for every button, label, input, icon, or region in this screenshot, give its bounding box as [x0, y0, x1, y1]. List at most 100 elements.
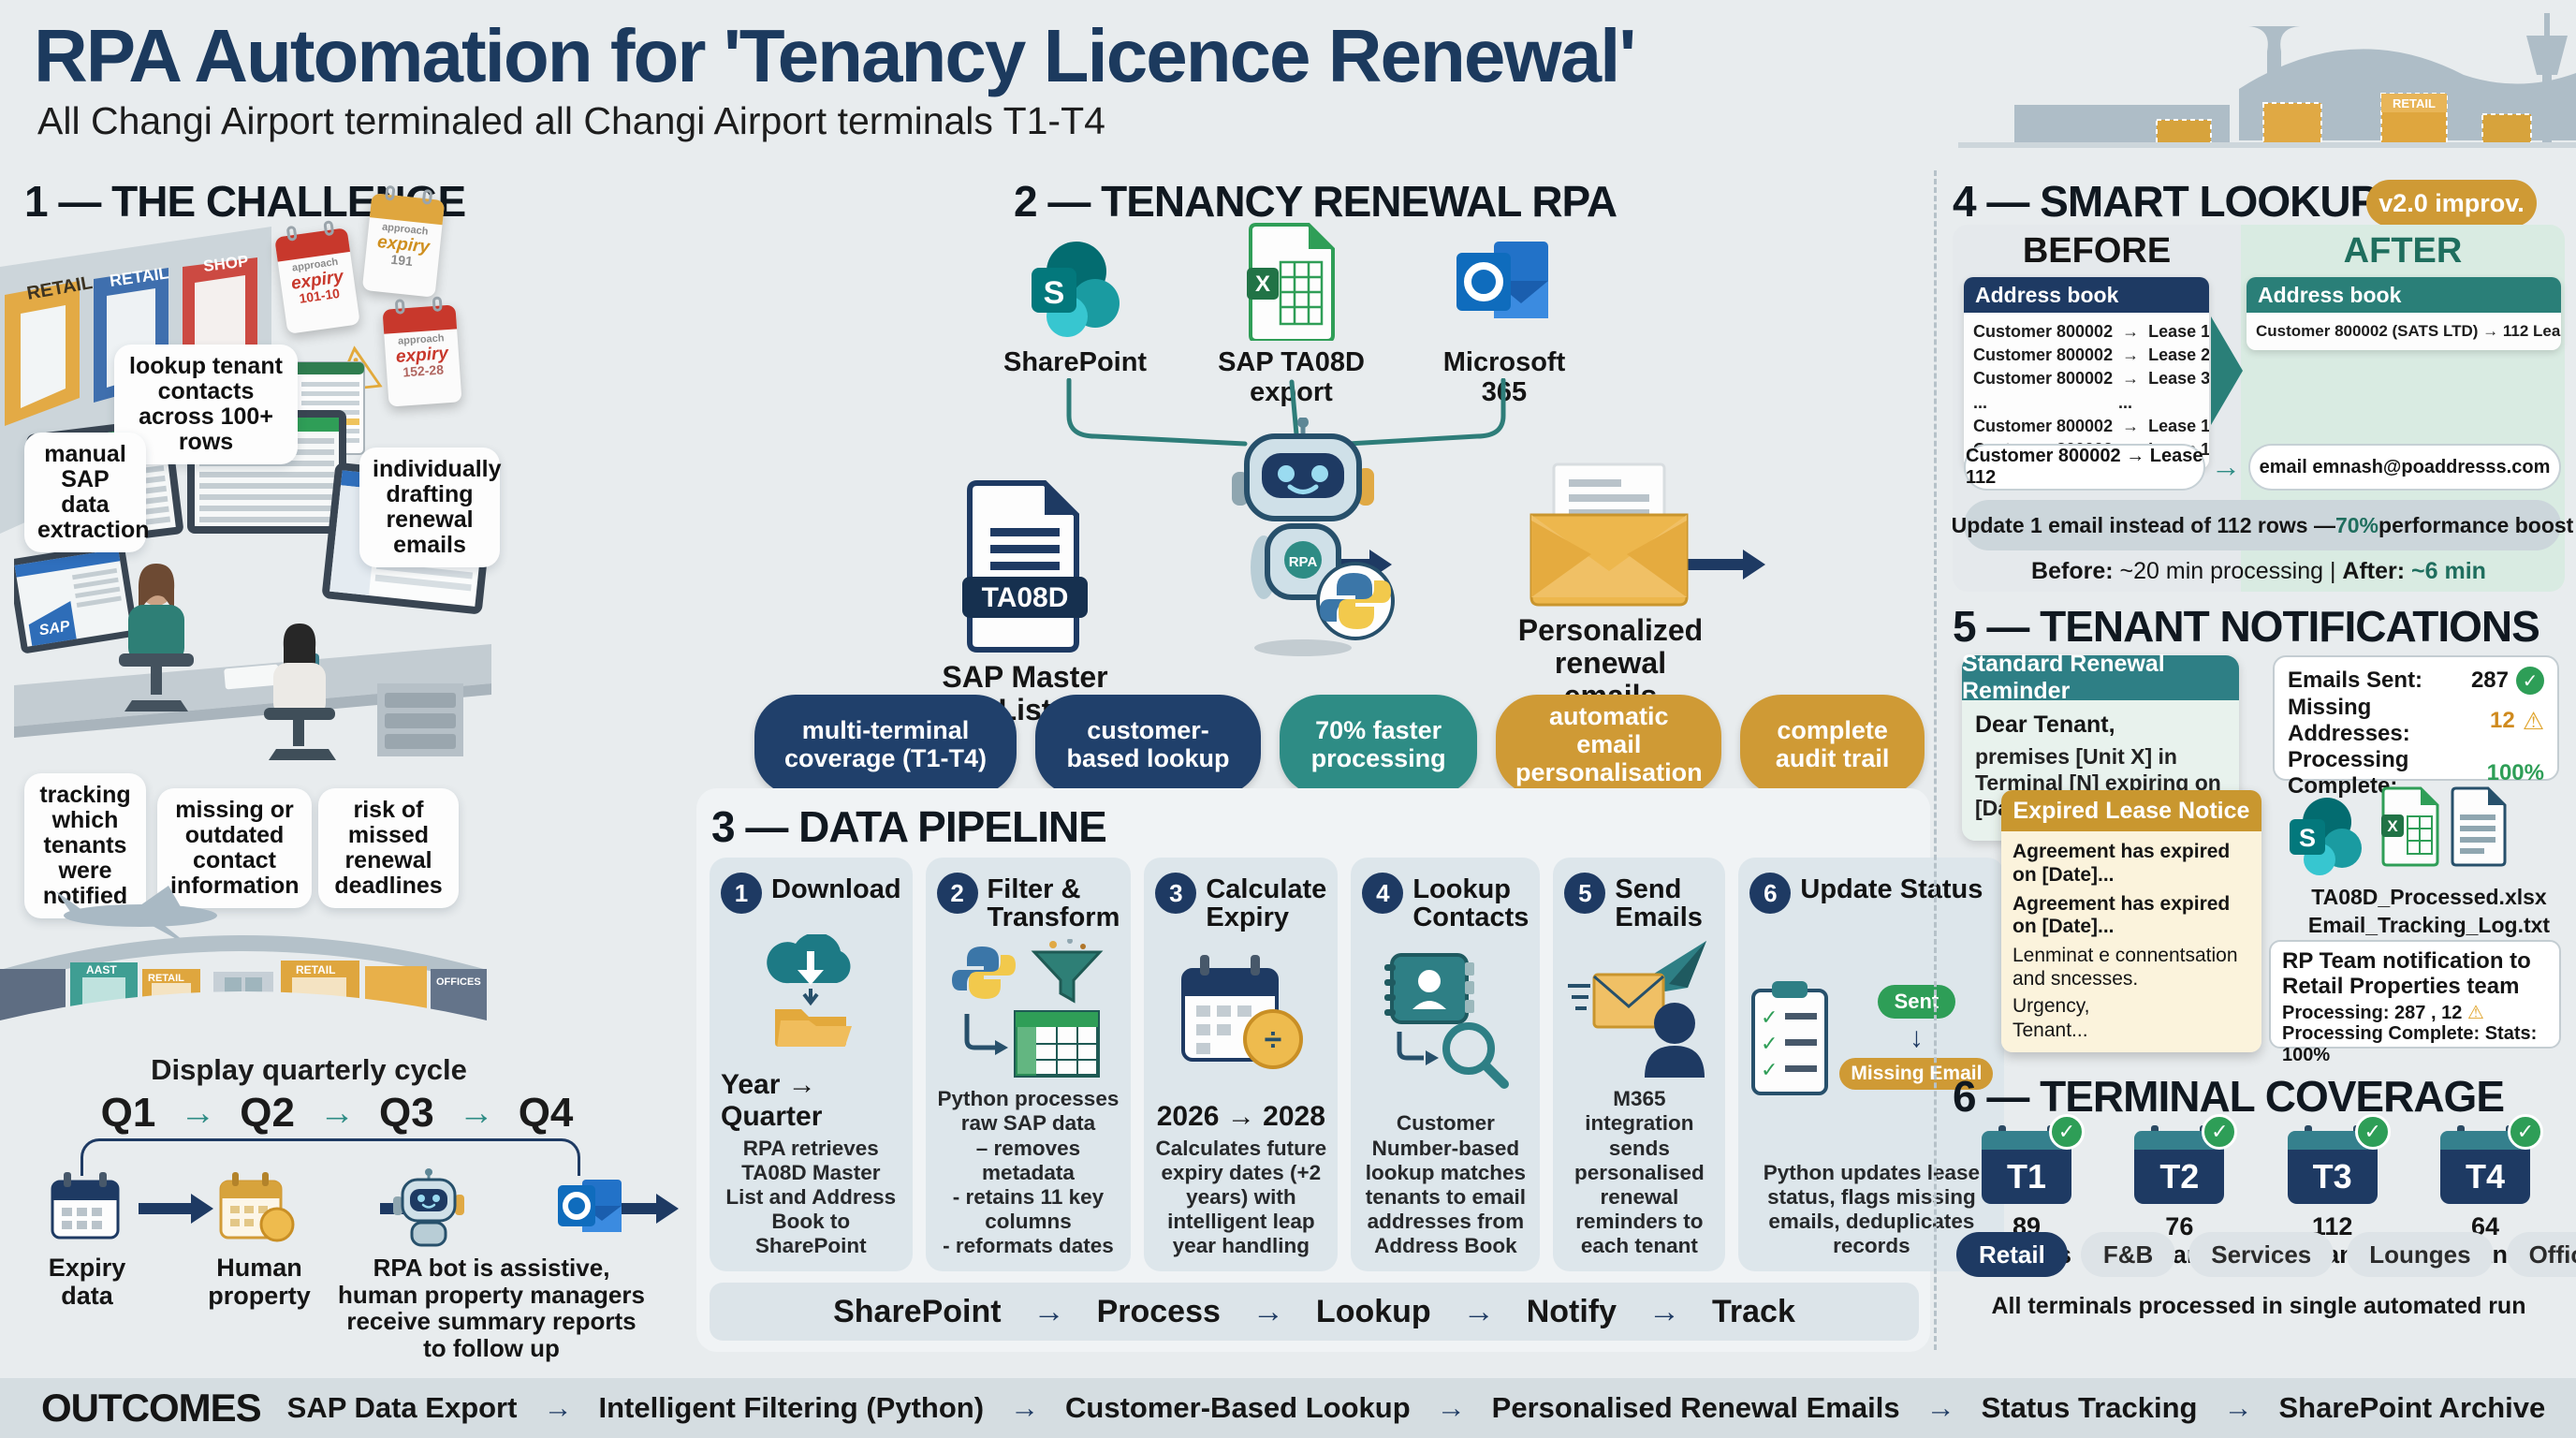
expired-line1: Agreement has expired on [Date]... — [2012, 841, 2231, 886]
card6-title: Update Status — [1800, 874, 1983, 904]
feature-pills: multi-terminal coverage (T1-T4) customer… — [754, 695, 1925, 795]
after-table: Address book Customer 800002 (SATS LTD) … — [2247, 277, 2561, 350]
address-book-search-icon — [1384, 953, 1510, 1090]
pipeline-card-expiry: 3 Calculate Expiry ÷ 2026 → 2028 Calcula… — [1144, 858, 1339, 1271]
after-table-header: Address book — [2247, 277, 2561, 313]
svg-text:✓: ✓ — [1761, 1032, 1778, 1055]
sap-logo: SAP — [38, 619, 71, 639]
terminal-strip-illustration: AAST RETAIL RETAIL OFFICES — [0, 886, 487, 1020]
svg-text:✓: ✓ — [1761, 1058, 1778, 1081]
timing-before-value: ~20 min processing — [2119, 558, 2330, 584]
warn-icon: ⚠ — [2522, 706, 2544, 735]
pipeline-cards: 1 Download Year → Quarter RPA retrieves … — [710, 858, 2005, 1271]
pill-customer-lookup: customer-based lookup — [1035, 695, 1261, 795]
category-offices: Offices — [2506, 1232, 2576, 1277]
before-row-3: Customer 800002 → Lease 3 — [1973, 369, 2209, 389]
ta08d-file-icon: TA08D — [962, 480, 1088, 653]
t3-check-icon: ✓ — [2354, 1114, 2391, 1150]
stat-sent-value: 287 — [2470, 668, 2509, 693]
footer-arrow-2: → — [1251, 1293, 1284, 1329]
after-row: Customer 800002 (SATS LTD) → 112 Leases — [2256, 322, 2561, 340]
timing-divider: | — [2329, 558, 2336, 584]
expiry-calc-calendar-icon: ÷ — [1180, 955, 1303, 1070]
outlook-small-icon — [558, 1180, 622, 1232]
before-row-1: Customer 800002 → Lease 1 — [1973, 322, 2209, 341]
card4-desc: Customer Number-based lookup matches ten… — [1365, 1111, 1526, 1257]
footer-step-notify: Notify — [1526, 1293, 1617, 1329]
category-pills: Retail F&B Services Lounges Offices — [1956, 1232, 2576, 1277]
outcome-arrow-5: → — [2223, 1391, 2253, 1424]
stat-complete-value: 100% — [2486, 760, 2544, 785]
before-table: Address book Customer 800002 → Lease 1 C… — [1964, 277, 2209, 470]
flow-arrow-1 — [139, 1194, 213, 1224]
pill-audit-trail: complete audit trail — [1740, 695, 1925, 795]
timing-after-label: After: — [2342, 558, 2406, 584]
email-stats-card: Emails Sent: 287 ✓ Missing Addresses: 12… — [2273, 655, 2559, 799]
timing-line: Before: ~20 min processing | After: ~6 m… — [1953, 558, 2565, 585]
t3-code: T3 — [2287, 1150, 2378, 1204]
ta08d-label: TA08D — [982, 582, 1069, 613]
rp-warn-icon: ⚠ — [2466, 1002, 2484, 1023]
status-down-arrow: ↓ — [1909, 1021, 1924, 1053]
card2-title: Filter & Transform — [987, 874, 1120, 932]
pipeline-card-filter: 2 Filter & Transform Python proce — [925, 858, 1132, 1271]
footer-step-sharepoint: SharePoint — [833, 1293, 1002, 1329]
timing-before-label: Before: — [2031, 558, 2114, 584]
outcome-arrow-4: → — [1925, 1391, 1955, 1424]
reminder-line1: Dear Tenant, — [1975, 712, 2115, 738]
xlsx-letter: X — [2387, 817, 2398, 835]
outcome-step-6: SharePoint Archive — [2278, 1391, 2546, 1424]
caption-human-property: Human property — [208, 1254, 311, 1310]
python-funnel-table-icon — [952, 939, 1104, 1078]
card6-desc: Python updates lease status, flags missi… — [1763, 1160, 1981, 1257]
version-badge: v2.0 improv. — [2366, 180, 2537, 227]
expired-line5: Tenant... — [2012, 1020, 2088, 1042]
caption-expiry-data: Expiry data — [48, 1254, 126, 1310]
footer-step-process: Process — [1096, 1293, 1221, 1329]
sharepoint-icon: S — [1032, 242, 1120, 337]
card1-desc: RPA retrieves TA08D Master List and Addr… — [725, 1136, 897, 1257]
outcome-step-2: Intelligent Filtering (Python) — [598, 1391, 985, 1424]
t1-check-icon: ✓ — [2049, 1114, 2085, 1150]
map-arrow: → — [2211, 449, 2241, 483]
output-filenames: TA08D_Processed.xlsx Email_Tracking_Log.… — [2295, 884, 2563, 940]
reminder-header: Standard Renewal Reminder — [1962, 651, 2239, 704]
expired-line3: Lenminat e connentsation and sncesses. — [2012, 945, 2238, 990]
q-arrow-2: → — [319, 1093, 355, 1133]
column-divider — [1934, 170, 1937, 1350]
timing-after-value: ~6 min — [2411, 558, 2486, 584]
card1-title: Download — [771, 874, 901, 904]
quarter-row: Q1 → Q2 → Q3 → Q4 — [56, 1090, 618, 1137]
card3-highlight: 2026 → 2028 — [1156, 1100, 1325, 1132]
category-services: Services — [2188, 1232, 2334, 1277]
source-label-sharepoint: SharePoint — [1003, 347, 1148, 377]
coverage-caption: All terminals processed in single automa… — [1991, 1293, 2526, 1319]
quarter-bracket — [80, 1138, 580, 1176]
bubble-tracking: tracking which tenants were notified — [24, 773, 146, 918]
footer-arrow-4: → — [1648, 1293, 1681, 1329]
coverage-title: 6 — TERMINAL COVERAGE — [1953, 1072, 2505, 1121]
filename-xlsx: TA08D_Processed.xlsx — [2311, 885, 2547, 909]
outcome-step-3: Customer-Based Lookup — [1065, 1391, 1411, 1424]
banner-stat: 70% — [2334, 512, 2379, 537]
card4-title: Lookup Contacts — [1412, 874, 1530, 932]
excel-export-icon: X — [1247, 223, 1335, 341]
pipeline-card-lookup: 4 Lookup Contacts Customer Number-based … — [1351, 858, 1541, 1271]
stat-sent-label: Emails Sent: — [2288, 668, 2423, 693]
footer-arrow-3: → — [1462, 1293, 1495, 1329]
txt-file-icon — [2451, 786, 2507, 867]
outcome-step-4: Personalised Renewal Emails — [1491, 1391, 1900, 1424]
outcomes-bar: OUTCOMES SAP Data Export → Intelligent F… — [0, 1378, 2576, 1438]
human-approval-calendar-icon — [219, 1172, 295, 1242]
notifications-title: 5 — TENANT NOTIFICATIONS — [1953, 602, 2540, 651]
category-retail: Retail — [1956, 1232, 2068, 1277]
q-arrow-3: → — [458, 1093, 494, 1133]
t2-check-icon: ✓ — [2202, 1114, 2238, 1150]
category-lounges: Lounges — [2347, 1232, 2494, 1277]
page-title: RPA Automation for 'Tenancy Licence Rene… — [34, 14, 1636, 97]
rp-line3: Processing: 287 , 12 — [2282, 1002, 2463, 1023]
pipeline-card-download: 1 Download Year → Quarter RPA retrieves … — [710, 858, 913, 1271]
renewal-email-icon — [1530, 462, 1689, 607]
pipeline-card-send: 5 Send Emails M365 integration sends per… — [1553, 858, 1726, 1271]
banner-post: performance boost — [2378, 512, 2574, 537]
